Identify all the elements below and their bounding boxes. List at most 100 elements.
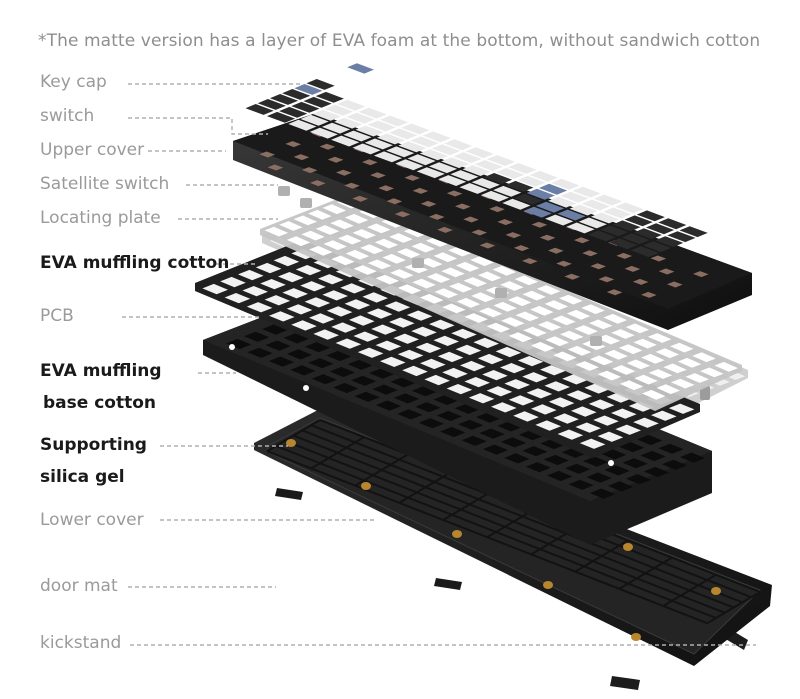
hole	[326, 306, 353, 317]
hole	[522, 290, 546, 301]
hole	[643, 466, 670, 478]
hole	[286, 349, 313, 360]
switch-stem	[624, 265, 641, 272]
hole	[344, 299, 371, 310]
hole	[403, 227, 428, 238]
keycap	[389, 128, 418, 140]
switch-stem	[455, 203, 471, 210]
hole	[656, 384, 680, 395]
switch-stem	[667, 281, 683, 288]
hole	[393, 393, 420, 404]
hole	[468, 393, 495, 404]
hole	[351, 375, 377, 386]
hole	[544, 300, 569, 311]
hole	[575, 422, 601, 433]
hole	[586, 472, 612, 483]
hole	[607, 481, 634, 492]
hole	[415, 342, 442, 353]
hole	[504, 379, 530, 390]
leader-lines	[122, 83, 756, 646]
switch-stem	[370, 172, 386, 179]
hole	[433, 335, 459, 346]
keycap	[593, 194, 623, 206]
keycap	[545, 214, 574, 226]
switch-stem	[352, 195, 368, 202]
keycap	[450, 170, 479, 181]
hole	[390, 269, 414, 279]
switch-stem	[513, 245, 530, 252]
label-eva-base-line2: base cotton	[43, 393, 156, 413]
hole	[612, 365, 636, 375]
hole	[568, 479, 594, 490]
hole	[476, 412, 502, 423]
hole	[615, 424, 641, 435]
hole	[625, 323, 650, 334]
hole	[571, 406, 597, 417]
hole	[367, 223, 391, 234]
hole	[456, 297, 481, 308]
hole	[262, 324, 288, 335]
hole	[420, 358, 446, 370]
switch-stem	[606, 289, 623, 296]
hole	[440, 426, 466, 438]
keycap	[508, 163, 537, 174]
hole	[507, 296, 532, 307]
hole	[436, 410, 462, 422]
switch-stem	[394, 211, 411, 218]
keycap	[471, 178, 500, 189]
hole	[604, 349, 628, 360]
hole	[331, 322, 357, 333]
hole	[640, 450, 666, 462]
hole	[375, 400, 402, 411]
hole	[396, 248, 421, 259]
keycap	[667, 231, 696, 243]
hole	[463, 277, 487, 287]
switch-stem	[412, 187, 429, 194]
switch-stem	[267, 164, 284, 171]
keycap	[523, 206, 552, 218]
hole	[641, 353, 665, 364]
label-door-mat: door mat	[40, 576, 118, 596]
hole	[367, 259, 392, 270]
keycap	[462, 165, 491, 176]
keycap	[288, 119, 317, 131]
hole	[491, 402, 517, 413]
hole	[486, 386, 513, 397]
hole	[308, 209, 332, 220]
switch-stem	[362, 159, 378, 166]
hole	[622, 458, 648, 469]
keycap	[603, 207, 632, 219]
keycap	[459, 183, 488, 194]
hole	[579, 438, 606, 449]
switch-stem	[446, 190, 463, 197]
switch-stem	[531, 221, 548, 228]
hole	[567, 345, 592, 356]
hole	[338, 234, 362, 245]
hole	[375, 340, 402, 351]
hole	[264, 226, 289, 237]
hole	[260, 279, 286, 290]
keycap	[535, 201, 565, 213]
hole	[565, 463, 591, 474]
keycap	[483, 173, 513, 184]
keycap	[343, 130, 372, 142]
hole	[308, 358, 334, 369]
hole	[604, 465, 630, 476]
switch-stem	[598, 276, 615, 283]
hole	[381, 217, 405, 228]
note-text: *The matte version has a layer of EVA fo…	[38, 31, 761, 51]
hole	[366, 308, 393, 319]
keycap	[291, 101, 320, 113]
keycap	[581, 199, 610, 211]
keycap-esc	[347, 63, 374, 74]
hole	[584, 383, 610, 394]
hole	[375, 274, 400, 285]
hole	[322, 204, 347, 215]
switch-stem	[404, 174, 420, 181]
keycap	[431, 144, 461, 156]
keycap	[560, 191, 589, 203]
switch-stem	[463, 216, 479, 223]
hole	[575, 361, 599, 371]
hole	[382, 253, 406, 264]
hole	[242, 286, 268, 297]
